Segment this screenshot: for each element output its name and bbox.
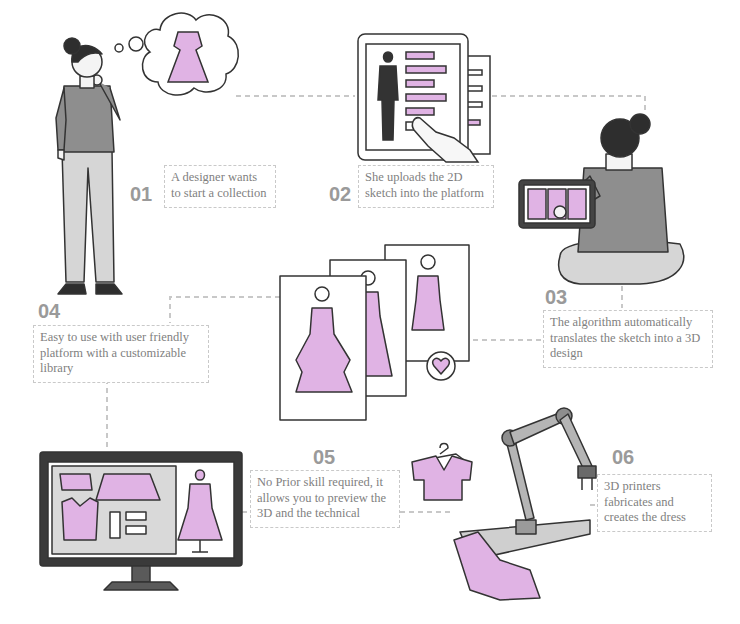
step-description: No Prior skill required, it allows you t… xyxy=(257,475,393,522)
thought-bubble xyxy=(168,32,208,82)
tablet-upload xyxy=(406,52,434,59)
designer-figure xyxy=(58,150,64,160)
callout-number: 02 xyxy=(327,183,353,206)
dress-sketches xyxy=(280,245,469,420)
sitting-person xyxy=(568,189,586,219)
computer-monitor xyxy=(110,512,120,538)
step-description: The algorithm automatically translates t… xyxy=(550,315,706,362)
computer-monitor xyxy=(126,526,146,534)
dress-sketches xyxy=(296,308,352,392)
flow-line xyxy=(590,504,595,506)
step-box: A designer wants to start a collection xyxy=(164,165,276,208)
dress-sketches xyxy=(421,255,435,269)
sitting-person xyxy=(519,114,684,284)
designer-figure xyxy=(56,38,122,294)
callout-number: 04 xyxy=(36,300,62,323)
step-box: No Prior skill required, it allows you t… xyxy=(250,470,400,528)
printer-robot xyxy=(578,466,596,478)
computer-monitor xyxy=(40,452,242,590)
tablet-upload xyxy=(406,108,434,115)
tablet-upload xyxy=(406,80,434,87)
step-box: She uploads the 2D sketch into the platf… xyxy=(358,165,494,208)
flow-line xyxy=(170,297,280,323)
designer-figure xyxy=(64,38,80,54)
printer-robot xyxy=(412,456,472,500)
printer-robot xyxy=(560,414,592,470)
printer-robot xyxy=(412,408,596,600)
computer-monitor xyxy=(126,512,146,520)
tablet-upload xyxy=(412,118,478,162)
printer-robot xyxy=(454,532,540,600)
flow-line xyxy=(492,96,645,112)
callout-number: 05 xyxy=(311,446,337,469)
designer-figure xyxy=(58,284,86,294)
step-box: 3D printers fabricates and creates the d… xyxy=(597,474,712,532)
sitting-person xyxy=(524,185,590,223)
designer-figure xyxy=(96,80,120,120)
thought-bubble xyxy=(115,44,123,52)
flow-line xyxy=(236,95,355,97)
step-description: A designer wants to start a collection xyxy=(171,170,269,201)
sitting-person xyxy=(548,189,566,219)
tablet-upload xyxy=(378,52,398,140)
flow-line xyxy=(242,511,248,513)
callout-number: 01 xyxy=(128,183,154,206)
computer-monitor xyxy=(178,470,222,540)
printer-robot xyxy=(582,478,592,490)
tablet-upload xyxy=(358,34,490,162)
computer-monitor xyxy=(192,540,208,552)
step-description: She uploads the 2D sketch into the platf… xyxy=(365,170,487,201)
printer-robot xyxy=(506,436,534,520)
sitting-person xyxy=(528,189,546,219)
designer-figure xyxy=(80,76,94,88)
flow-line xyxy=(400,511,452,513)
dress-sketches xyxy=(427,352,455,380)
designer-figure xyxy=(62,150,114,282)
callout-number: 06 xyxy=(610,446,636,469)
dress-sketches xyxy=(433,358,449,374)
step-box: The algorithm automatically translates t… xyxy=(543,310,713,368)
computer-monitor xyxy=(40,452,242,566)
flow-line xyxy=(621,286,623,308)
step-description: Easy to use with user friendly platform … xyxy=(40,330,202,377)
dress-sketches xyxy=(315,287,329,301)
computer-monitor xyxy=(48,462,234,558)
thought-bubble xyxy=(115,13,238,95)
sitting-person xyxy=(630,114,650,134)
thought-bubble xyxy=(142,13,238,95)
callout-number: 03 xyxy=(543,286,569,309)
dress-sketches xyxy=(412,276,444,330)
step-box: Easy to use with user friendly platform … xyxy=(33,325,209,383)
computer-monitor xyxy=(62,498,98,540)
computer-monitor xyxy=(52,466,176,554)
printer-robot xyxy=(516,520,536,534)
thought-bubble xyxy=(129,37,143,51)
computer-monitor xyxy=(60,474,92,490)
computer-monitor xyxy=(104,582,178,590)
computer-monitor xyxy=(96,474,160,500)
dress-sketches xyxy=(280,276,366,420)
computer-monitor xyxy=(132,566,150,582)
tablet-upload xyxy=(406,94,446,101)
flow-line xyxy=(472,339,541,341)
step-description: 3D printers fabricates and creates the d… xyxy=(604,479,705,526)
designer-figure xyxy=(96,284,122,294)
designer-figure xyxy=(56,88,66,150)
sitting-person xyxy=(554,206,566,218)
sitting-person xyxy=(519,180,595,228)
tablet-upload xyxy=(366,44,460,150)
tablet-upload xyxy=(406,66,446,73)
